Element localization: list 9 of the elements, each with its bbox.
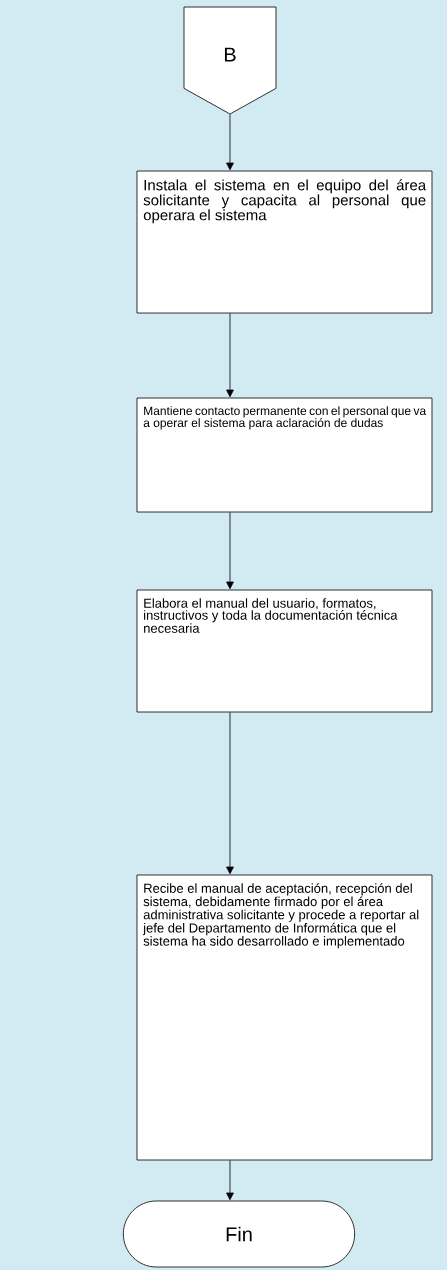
process-box: Mantiene contacto permanente con el personal que va a operar el sistema para aclaración de dudas	[136, 397, 433, 513]
process-box: Recibe el manual de aceptación, recepción del sistema, debidamente firmado por el área administrativa solicitante y procede a reportar al jefe del Departamento de Informática que el sistema ha sido desarrollado e implementado	[136, 874, 433, 1161]
arrow	[226, 113, 234, 171]
arrow	[226, 1160, 234, 1201]
arrow	[226, 313, 234, 398]
arrow	[226, 712, 234, 875]
arrow	[226, 512, 234, 590]
process-box: Elabora el manual del usuario, formatos, instructivos y toda la documentación técnica necesaria	[136, 589, 433, 713]
process-box: Instala el sistema en el equipo del área solicitante y capacita al personal que operara el sistema	[136, 170, 433, 314]
